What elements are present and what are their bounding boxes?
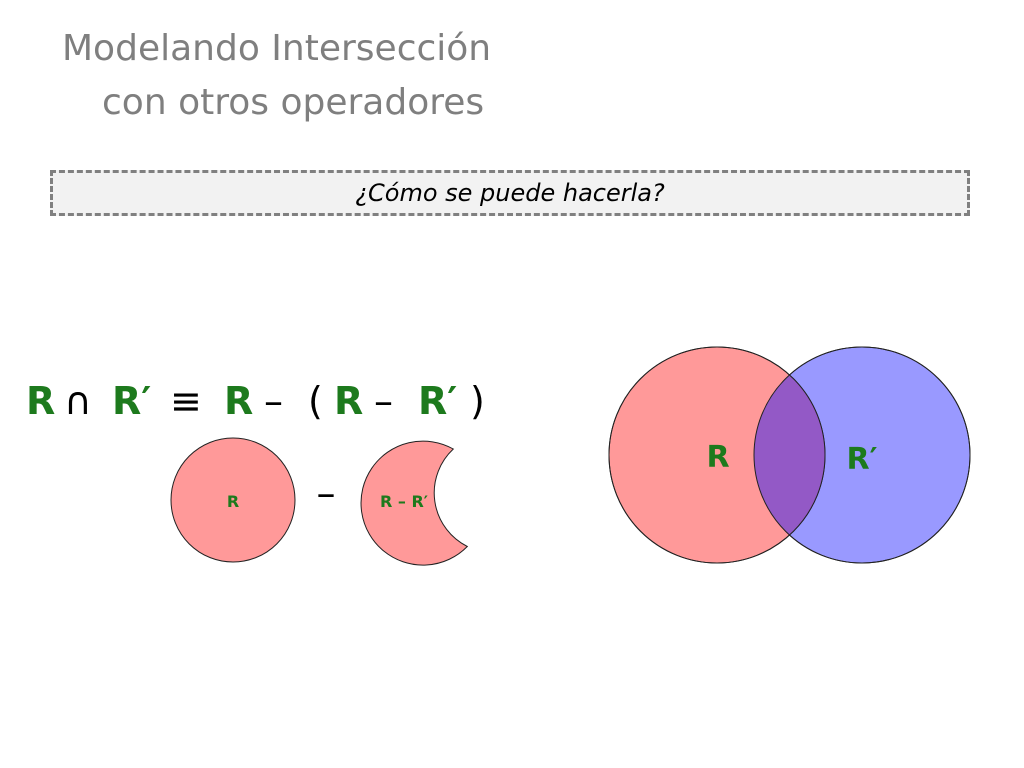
small-crescent-shape [360, 440, 469, 566]
formula-right-paren: ) [470, 379, 485, 423]
venn-left-label: R [706, 440, 729, 475]
title-line-1: Modelando Intersección [62, 28, 492, 69]
venn-left-outline [608, 346, 826, 564]
small-minus-operator: – [317, 471, 336, 515]
question-text: ¿Cómo se puede hacerla? [355, 179, 665, 207]
formula-inner-rprime: R′ [418, 379, 457, 423]
small-crescent-label: R – R′ [380, 492, 428, 511]
formula-rhs-r: R [224, 379, 253, 423]
intersection-formula: R ∩ R′ ≡ R – ( R – R′ ) [26, 379, 485, 423]
venn-overlap-region [754, 347, 825, 563]
formula-inner-r: R [334, 379, 363, 423]
venn-right-label: R′ [846, 442, 877, 477]
question-box: ¿Cómo se puede hacerla? [50, 170, 970, 216]
formula-minus-1: – [264, 379, 283, 423]
venn-right-outline [753, 346, 971, 564]
small-r-label: R [227, 492, 239, 511]
small-r-circle [170, 437, 296, 563]
formula-lhs-rprime: R′ [112, 379, 151, 423]
slide-title: Modelando Intersección con otros operado… [62, 22, 491, 130]
formula-cap-symbol: ∩ [64, 379, 92, 423]
formula-equiv-symbol: ≡ [170, 379, 202, 423]
formula-left-paren: ( [308, 379, 323, 423]
formula-minus-2: – [374, 379, 393, 423]
title-line-2: con otros operadores [102, 82, 485, 123]
formula-lhs-r: R [26, 379, 55, 423]
